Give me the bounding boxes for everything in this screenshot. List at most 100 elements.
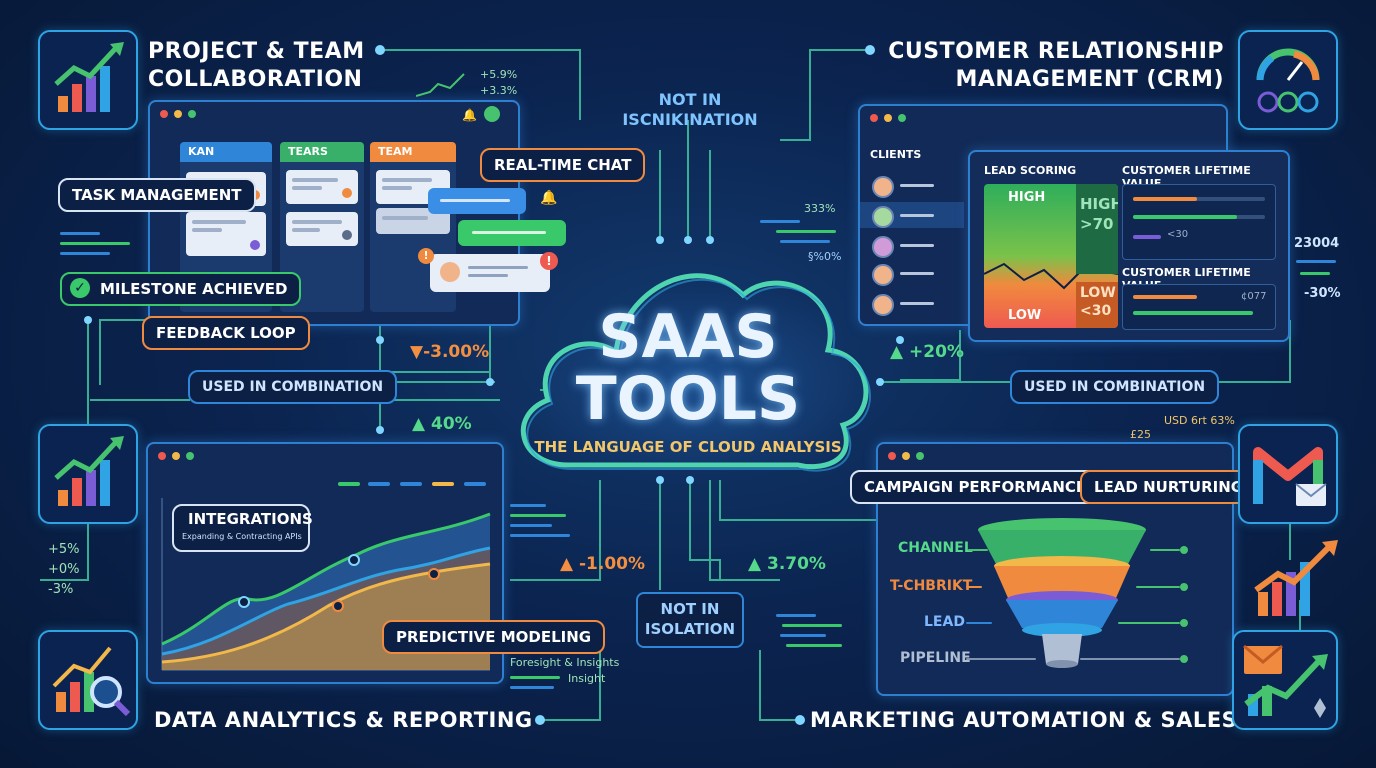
trend-line-icon: [415, 73, 465, 97]
funnel-connector: [1136, 586, 1180, 588]
alert-icon: !: [418, 248, 434, 264]
funnel-label-lead: LEAD: [924, 614, 965, 630]
metric-down: ▲ -1.00%: [560, 554, 646, 574]
milestone-label: MILESTONE ACHIEVED: [100, 280, 288, 298]
stat-1: +5%: [48, 542, 80, 557]
funnel-label-2: T-CHBRIKT: [890, 578, 973, 594]
funnel-dot: [1180, 546, 1188, 554]
client-row[interactable]: [872, 176, 962, 198]
clients-title: CLIENTS: [870, 148, 922, 161]
cloud-shape: [520, 273, 871, 472]
mail-growth-icon: [1243, 644, 1328, 718]
code-line: [780, 240, 830, 243]
high-threshold: HIGH >70: [1080, 195, 1118, 233]
not-in-top-label: NOT IN ISCNIKINATION: [622, 90, 758, 129]
not-in-isolation-box: NOT IN ISOLATION: [636, 592, 744, 648]
chat-bubble: [458, 220, 566, 246]
crm-side-number: 23004: [1294, 236, 1340, 251]
code-line: [60, 252, 110, 255]
task-management-tag[interactable]: TASK MANAGEMENT: [58, 178, 256, 212]
metric-up: ▲ 40%: [412, 414, 472, 434]
code-line: [1296, 260, 1336, 263]
low-threshold: LOW <30: [1080, 285, 1116, 319]
cloud-title-line2: TOOLS: [575, 364, 801, 434]
window-dots: [870, 114, 906, 122]
code-line: [60, 232, 100, 235]
low-box: [1076, 282, 1118, 328]
kanban-card[interactable]: [186, 212, 266, 256]
client-row[interactable]: [872, 264, 962, 286]
milestone-tag[interactable]: ✓ MILESTONE ACHIEVED: [60, 272, 302, 306]
chat-bubble: [428, 188, 526, 214]
project-heading: PROJECT & TEAM COLLABORATION: [148, 39, 365, 92]
funnel-connector: [966, 622, 992, 624]
funnel-connector: [1150, 549, 1180, 551]
clv-bar: [1133, 215, 1237, 219]
marketing-tile: [1238, 424, 1338, 524]
not-in-bottom-label: NOT IN ISOLATION: [644, 600, 736, 638]
funnel-label-channel: CHANNEL: [898, 540, 973, 556]
trend-mini: [415, 70, 476, 104]
clv-card-2: ¢077: [1122, 284, 1276, 330]
metric-down: ▼-3.00%: [410, 342, 490, 362]
predictive-modeling-tag[interactable]: PREDICTIVE MODELING: [382, 620, 606, 654]
lead-scoring-panel: LEAD SCORING HIGH LOW HIGH >70 LOW <30 C…: [968, 150, 1290, 342]
bell-icon[interactable]: 🔔: [462, 108, 477, 122]
trend-up-2: +3.3%: [480, 84, 518, 97]
avatar: [484, 106, 500, 122]
sales-funnel: [978, 518, 1146, 668]
analytics-left-stats: +5% +0% -3%: [48, 540, 80, 600]
chat-bubble: [430, 254, 550, 292]
foresight-text-2: Insight: [568, 672, 606, 685]
window-dots: [158, 452, 194, 460]
code-line: [510, 676, 560, 679]
low-label: LOW: [1008, 308, 1042, 323]
legend-mark: [338, 482, 360, 486]
client-row[interactable]: [872, 206, 962, 228]
campaign-performance-tag[interactable]: CAMPAIGN PERFORMANCE: [850, 470, 1101, 504]
kanban-column-title: KAN: [180, 142, 272, 162]
funnel-connector: [966, 586, 982, 588]
cloud-title-line1: SAAS: [598, 302, 778, 372]
code-line: [782, 624, 842, 627]
funnel-dot: [1180, 655, 1188, 663]
code-line: [760, 220, 800, 223]
feedback-loop-tag[interactable]: FEEDBACK LOOP: [142, 316, 310, 350]
integrations-tag[interactable]: INTEGRATIONS Expanding & Contracting API…: [172, 504, 313, 552]
marketing-tile-2: [1232, 630, 1338, 730]
client-row[interactable]: [872, 236, 962, 258]
crm-tile: [1238, 30, 1338, 130]
code-line: [510, 524, 552, 527]
legend-mark: [400, 482, 422, 486]
clv-card-1: <30: [1122, 184, 1276, 260]
stat-2: +0%: [48, 562, 80, 577]
code-line: [776, 230, 836, 233]
kanban-card[interactable]: [286, 212, 358, 246]
usd-text: USD 6rt 63%: [1164, 414, 1235, 427]
funnel-connector: [1118, 622, 1180, 624]
client-row[interactable]: [872, 294, 962, 316]
kanban-column-title: TEARS: [280, 142, 364, 162]
magnifier-chart-icon: [52, 646, 131, 717]
usd-text-2: £25: [1130, 428, 1151, 441]
lead-nurturing-tag[interactable]: LEAD NURTURING: [1080, 470, 1258, 504]
code-line: [1300, 272, 1330, 275]
high-box: [1076, 184, 1118, 274]
crm-heading: CUSTOMER RELATIONSHIP MANAGEMENT (CRM): [888, 39, 1224, 92]
combination-left-tag[interactable]: USED IN COMBINATION: [188, 370, 398, 404]
growth-arrow-icon: [1254, 540, 1338, 616]
lead-scoring-gauge: HIGH LOW HIGH >70 LOW <30: [984, 184, 1118, 328]
gmail-envelope-icon: [1253, 447, 1327, 506]
analytics-tile-2: [38, 630, 138, 730]
realtime-chat-tag[interactable]: REAL-TIME CHAT: [480, 148, 646, 182]
stat-3: -3%: [48, 582, 74, 597]
lead-scoring-title: LEAD SCORING: [984, 164, 1077, 177]
kanban-card[interactable]: [286, 170, 358, 204]
checkmark-icon: ✓: [70, 278, 90, 298]
window-dots: [888, 452, 924, 460]
combination-right-tag[interactable]: USED IN COMBINATION: [1010, 370, 1220, 404]
clv-small: <30: [1167, 229, 1189, 240]
kanban-column-3: TEAM: [370, 142, 456, 312]
funnel-dot: [1180, 619, 1188, 627]
integrations-label: INTEGRATIONS: [188, 510, 313, 528]
